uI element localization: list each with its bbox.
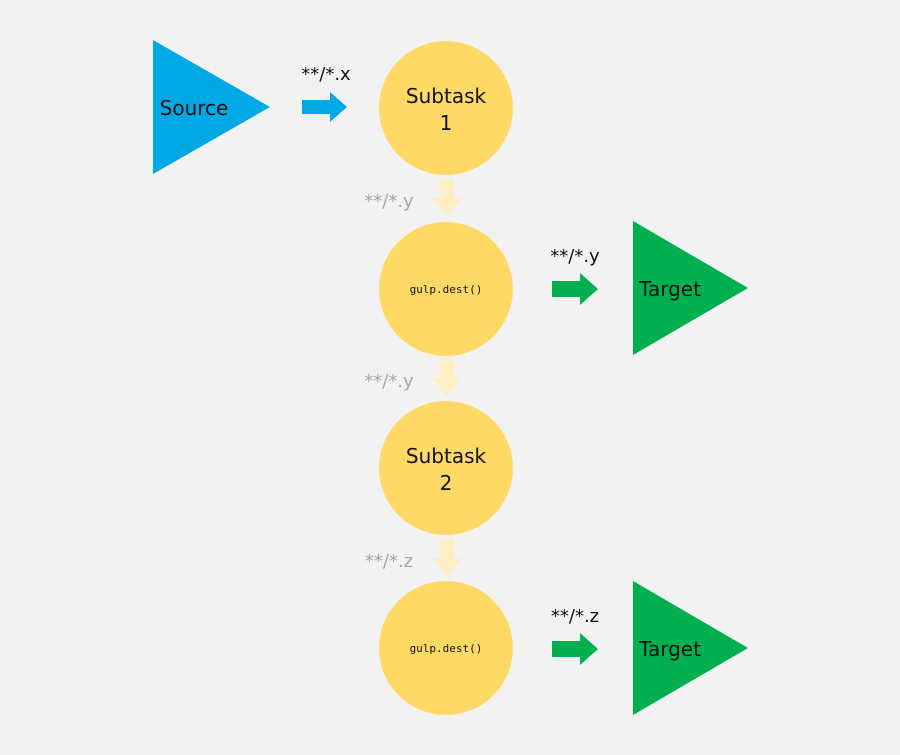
arrow-dest1-to-subtask2 xyxy=(432,359,462,396)
subtask1-label-line2: 1 xyxy=(440,111,453,135)
source-triangle xyxy=(153,40,270,174)
edge-label-dest1-to-subtask2: **/*.y xyxy=(364,371,414,392)
edge-label-dest2-to-target2: **/*.z xyxy=(551,606,599,627)
target2-label: Target xyxy=(638,637,701,661)
dest1-node xyxy=(379,222,513,356)
dest2-label: gulp.dest() xyxy=(410,642,483,655)
target2-triangle xyxy=(633,581,748,715)
target1-triangle xyxy=(633,221,748,355)
subtask2-label-line1: Subtask xyxy=(406,444,487,468)
edge-label-subtask2-to-dest2: **/*.z xyxy=(365,551,413,572)
edge-label-source-to-subtask1: **/*.x xyxy=(301,64,351,85)
arrow-dest1-to-target1 xyxy=(552,273,598,305)
target1-label: Target xyxy=(638,277,701,301)
subtask1-label-line1: Subtask xyxy=(406,84,487,108)
arrow-subtask2-to-dest2 xyxy=(432,539,462,576)
subtask2-label-line2: 2 xyxy=(440,471,453,495)
edge-label-dest1-to-target1: **/*.y xyxy=(550,246,600,267)
subtask1-node xyxy=(379,41,513,175)
subtask2-node xyxy=(379,401,513,535)
edge-label-subtask1-to-dest1: **/*.y xyxy=(364,191,414,212)
arrow-subtask1-to-dest1 xyxy=(432,179,462,216)
dest2-node xyxy=(379,581,513,715)
arrow-source-to-subtask1 xyxy=(302,92,347,122)
arrow-dest2-to-target2 xyxy=(552,633,598,665)
dest1-label: gulp.dest() xyxy=(410,283,483,296)
source-label: Source xyxy=(160,96,229,120)
